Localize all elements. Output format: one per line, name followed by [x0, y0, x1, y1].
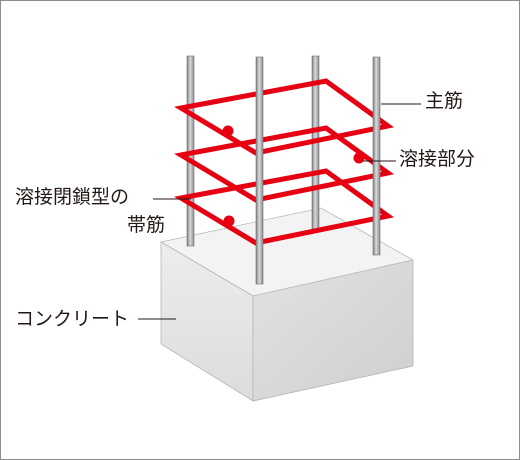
weld-point-3 [223, 215, 235, 227]
hoop-top [174, 78, 395, 156]
weld-point-1 [222, 125, 234, 137]
main-bar-label: 主筋 [425, 90, 464, 112]
hoop-middle [174, 125, 395, 203]
weld-point-label: 溶接部分 [399, 148, 476, 170]
concrete-label: コンクリート [15, 308, 130, 330]
hoop-bottom [174, 168, 395, 246]
main-bar-front-right [372, 56, 381, 256]
hoops [174, 78, 395, 246]
main-bar-front-left [255, 56, 264, 285]
concrete-block [159, 207, 415, 402]
hoop-label-line2: 帯筋 [127, 214, 166, 236]
hoop-label-line1: 溶接閉鎖型の [15, 186, 130, 208]
weld-points [222, 125, 365, 227]
leader-lines [138, 103, 421, 320]
concrete-right-face [252, 259, 414, 402]
main-bars-front [255, 56, 381, 285]
weld-point-2 [353, 152, 365, 164]
